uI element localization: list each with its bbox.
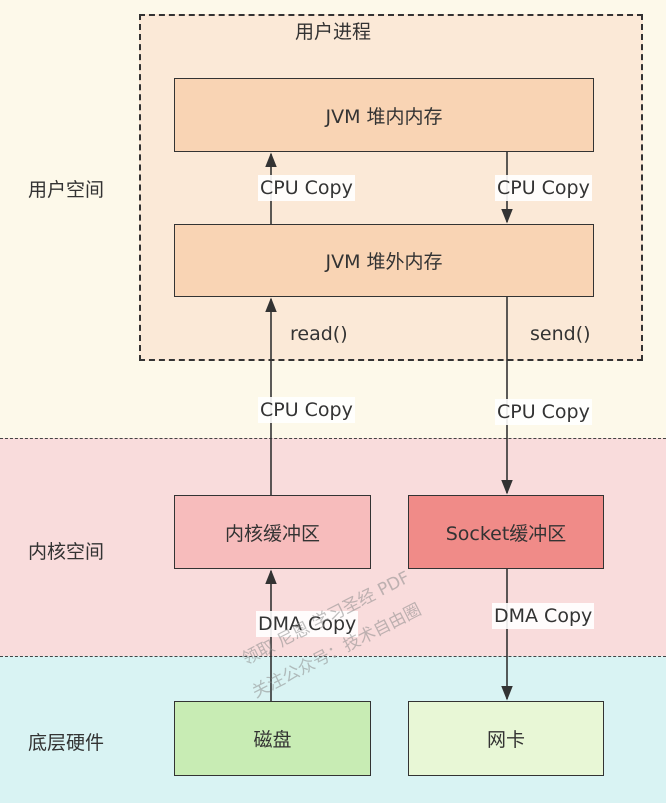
send-call-label: send() xyxy=(530,323,591,345)
user-space-label: 用户空间 xyxy=(28,179,105,201)
read-call-label: read() xyxy=(290,323,348,345)
cpu-copy-label-down-top: CPU Copy xyxy=(495,175,592,201)
jvm-offheap-memory-box: JVM 堆外内存 xyxy=(174,224,594,297)
user-kernel-divider xyxy=(0,438,666,439)
nic-box: 网卡 xyxy=(408,701,604,776)
kernel-buffer-box: 内核缓冲区 xyxy=(174,495,371,569)
socket-buffer-box: Socket缓冲区 xyxy=(408,495,604,569)
jvm-heap-memory-box: JVM 堆内内存 xyxy=(174,78,594,152)
dma-copy-label-up: DMA Copy xyxy=(256,611,359,637)
cpu-copy-label-down-kernel: CPU Copy xyxy=(495,399,592,425)
disk-box: 磁盘 xyxy=(174,701,371,776)
cpu-copy-label-up-top: CPU Copy xyxy=(258,175,355,201)
kernel-space-label: 内核空间 xyxy=(28,541,105,563)
dma-copy-label-down: DMA Copy xyxy=(492,603,595,629)
hardware-label: 底层硬件 xyxy=(28,732,105,754)
cpu-copy-label-up-kernel: CPU Copy xyxy=(258,397,355,423)
user-process-title: 用户进程 xyxy=(294,21,371,43)
kernel-hardware-divider xyxy=(0,656,666,657)
